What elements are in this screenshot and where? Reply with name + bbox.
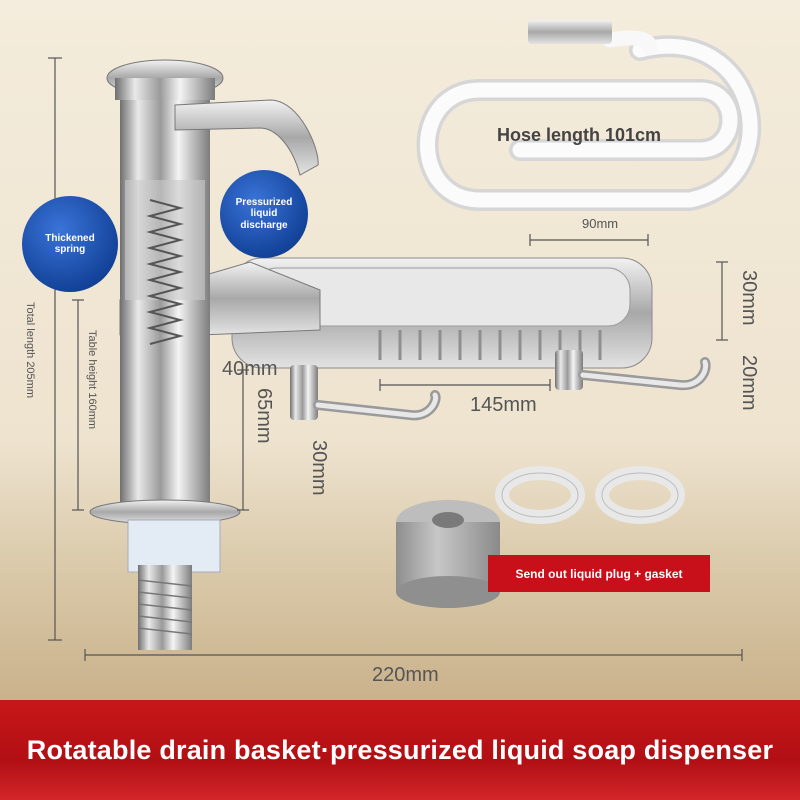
hose: [416, 30, 762, 211]
liquid-plug: [396, 500, 500, 608]
offset-40-label: 40mm: [222, 358, 278, 380]
hook-145-label: 145mm: [470, 394, 537, 416]
pressurized-liquid-callout: Pressurized liquid discharge: [220, 170, 308, 258]
pump-body: [89, 59, 319, 650]
total-length-label: Total length 205mm: [24, 302, 36, 398]
plug-gasket-tag: Send out liquid plug + gasket: [488, 555, 710, 592]
title-banner: [0, 700, 800, 800]
banner-title: Rotatable drain basket·pressurized liqui…: [26, 735, 774, 765]
gaskets: [495, 466, 685, 524]
hook-20-label: 20mm: [738, 355, 760, 411]
hose-tip: [528, 20, 612, 44]
dimension-lines: [48, 57, 743, 661]
width-220-label: 220mm: [372, 664, 439, 686]
drain-basket: [231, 257, 653, 369]
shank-30-label: 30mm: [308, 440, 330, 496]
plug-gasket-text: Send out liquid plug + gasket: [515, 566, 683, 581]
thickened-spring-callout: Thickened spring: [22, 196, 118, 292]
width-90-label: 90mm: [582, 216, 619, 231]
hooks: [290, 350, 711, 421]
pressurized-liquid-text: Pressurized liquid discharge: [235, 196, 293, 231]
hose-length-label: Hose length 101cm: [497, 125, 662, 145]
thickened-spring-text: Thickened spring: [45, 232, 95, 256]
depth-30-right-label: 30mm: [738, 270, 760, 326]
table-height-label: Table height 160mm: [86, 330, 98, 430]
height-65-label: 65mm: [253, 388, 275, 444]
